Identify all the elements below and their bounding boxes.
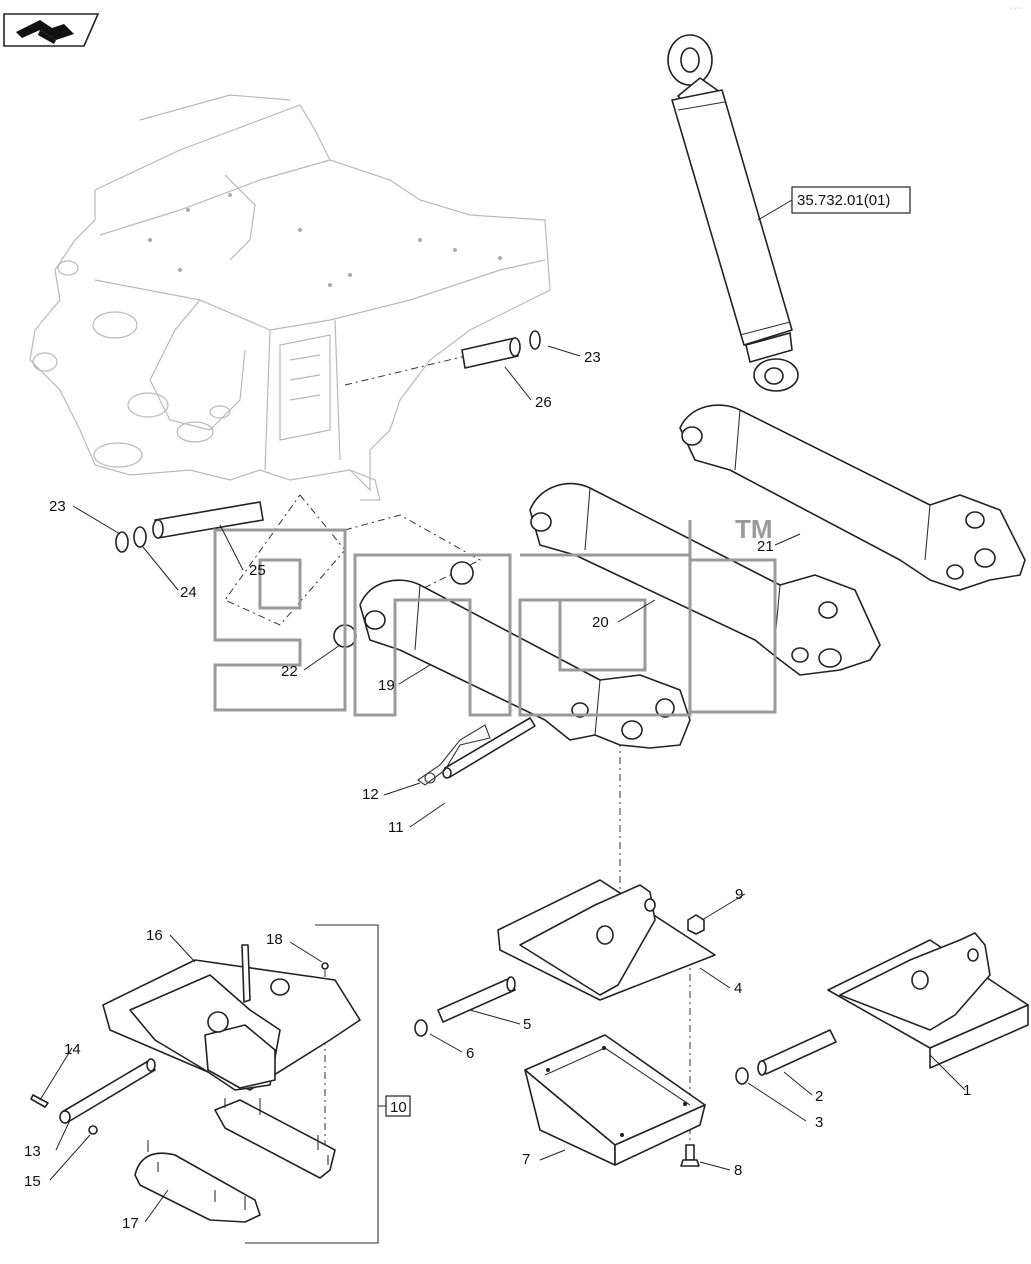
- callout-20[interactable]: 20: [592, 614, 609, 631]
- callout-7[interactable]: 7: [522, 1151, 530, 1168]
- callout-23-upper[interactable]: 23: [584, 349, 601, 366]
- callout-8[interactable]: 8: [734, 1162, 742, 1179]
- chassis-frame: [29, 94, 551, 501]
- pin-25: [115, 501, 264, 553]
- callout-numbers: 1 2 3 4 5 6 7 8 9 11 12 13 14 15 16 17 1…: [24, 349, 971, 1232]
- arm-21: [679, 404, 1026, 591]
- spring-clip-12: [417, 724, 491, 786]
- pad-17: [134, 1140, 261, 1223]
- counterweight-box-7: [524, 1034, 706, 1166]
- callout-4[interactable]: 4: [734, 980, 742, 997]
- callout-3[interactable]: 3: [815, 1114, 823, 1131]
- callout-15[interactable]: 15: [24, 1173, 41, 1190]
- callout-26[interactable]: 26: [535, 394, 552, 411]
- arm-19: [359, 579, 691, 749]
- nut-9: [687, 914, 705, 935]
- reference-label: 35.732.01(01): [797, 192, 890, 209]
- hydraulic-cylinder: [667, 34, 799, 392]
- callout-22[interactable]: 22: [281, 663, 298, 680]
- bracket-plate-1: [827, 932, 1029, 1069]
- callout-25[interactable]: 25: [249, 562, 266, 579]
- bolt-8: [680, 1144, 700, 1167]
- callout-14[interactable]: 14: [64, 1041, 81, 1058]
- watermark: TM: [213, 514, 777, 717]
- callout-23-left[interactable]: 23: [49, 498, 66, 515]
- callout-24[interactable]: 24: [180, 584, 197, 601]
- pin-5: [437, 976, 516, 1023]
- reference-callout[interactable]: 35.732.01(01): [757, 186, 911, 221]
- callout-21[interactable]: 21: [757, 538, 774, 555]
- callout-1[interactable]: 1: [963, 1082, 971, 1099]
- callout-9[interactable]: 9: [735, 886, 743, 903]
- callout-6[interactable]: 6: [466, 1045, 474, 1062]
- pin-13: [59, 1058, 156, 1124]
- bracket-plate-4: [497, 879, 716, 1001]
- group-10-label[interactable]: 10: [378, 1095, 411, 1117]
- ring-6: [414, 1019, 428, 1037]
- pin-2: [757, 1029, 837, 1076]
- callout-13[interactable]: 13: [24, 1143, 41, 1160]
- nav-icon-box[interactable]: [3, 13, 100, 47]
- group-10-bracket: [102, 924, 379, 1244]
- watermark-trademark: TM: [735, 514, 773, 544]
- callout-17[interactable]: 17: [122, 1215, 139, 1232]
- callout-16[interactable]: 16: [146, 927, 163, 944]
- callout-2[interactable]: 2: [815, 1088, 823, 1105]
- arrow-down-right-icon: [16, 20, 74, 44]
- ring-3: [735, 1067, 749, 1085]
- pad-upper: [214, 1098, 336, 1179]
- pin-11: [442, 717, 536, 779]
- bolt-14: [30, 1094, 49, 1108]
- callout-19[interactable]: 19: [378, 677, 395, 694]
- corner-mark: · ···: [1010, 5, 1021, 12]
- callout-5[interactable]: 5: [523, 1016, 531, 1033]
- callout-11[interactable]: 11: [388, 819, 404, 836]
- callout-18[interactable]: 18: [266, 931, 283, 948]
- nut-15: [88, 1125, 98, 1135]
- group-10-number: 10: [390, 1099, 407, 1116]
- pin-26: [461, 330, 541, 369]
- leader-lines: [39, 345, 966, 1223]
- callout-12[interactable]: 12: [362, 786, 379, 803]
